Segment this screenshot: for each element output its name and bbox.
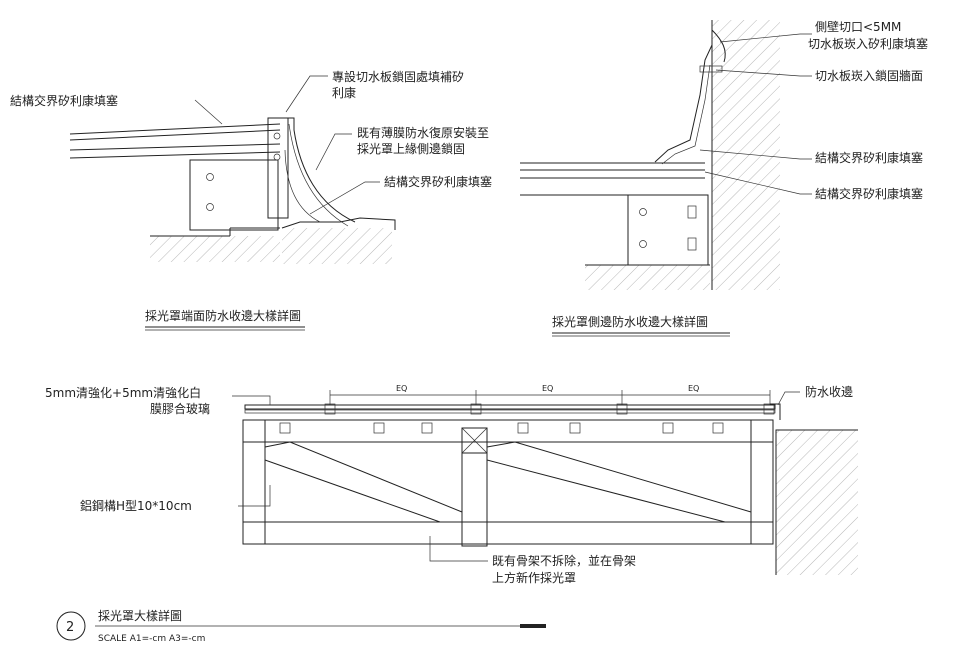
- label-struct-joint-bottom: 結構交界矽利康填塞: [384, 174, 492, 189]
- label-flashing-lock: 切水板崁入鎖固牆面: [815, 68, 923, 83]
- steel-frame-left-post: [242, 419, 266, 545]
- detail-2-drawing: [520, 20, 812, 290]
- label-flashing-line1: 專設切水板鎖固處填補矽: [332, 69, 464, 84]
- label-membrane-line2: 採光罩上緣側邊鎖固: [357, 141, 465, 156]
- label-glass-line2: 膜膠合玻璃: [150, 401, 210, 416]
- label-glass-line1: 5mm清強化+5mm清強化白: [45, 385, 201, 400]
- label-struct-joint-2: 結構交界矽利康填塞: [815, 186, 923, 201]
- edge-flashing: [770, 403, 781, 420]
- detail-number: 2: [66, 620, 74, 635]
- detail-2-title: 採光罩側邊防水收邊大樣詳圖: [552, 314, 708, 329]
- detail-1-title: 採光罩端面防水收邊大樣詳圖: [145, 308, 301, 323]
- label-membrane-line1: 既有薄膜防水復原安裝至: [357, 125, 489, 140]
- dim-label-2: EQ: [542, 384, 553, 393]
- detail-3-drawing: [232, 390, 858, 575]
- flashing-plate: [283, 117, 356, 223]
- concrete-wall-hatch: [282, 228, 392, 264]
- laminated-glass-bottom: [244, 409, 776, 414]
- label-beam: 鋁鋼構H型10*10cm: [80, 499, 192, 513]
- concrete-slab-hatch: [150, 236, 280, 262]
- steel-frame-bottom-chord: [242, 521, 774, 545]
- steel-beam-side: [627, 194, 709, 266]
- title-block: [56, 611, 546, 641]
- sheet-title: 採光罩大樣詳圖: [98, 608, 182, 623]
- steel-frame-diagonal-left: [264, 441, 463, 523]
- side-wall-hatch: [712, 20, 780, 290]
- detail-1-drawing: [69, 75, 396, 264]
- roof-panel-top: [69, 123, 281, 135]
- label-wall-cut-line1: 側壁切口<5MM: [815, 19, 901, 34]
- steel-frame-right-post: [750, 419, 774, 545]
- label-wall-cut-line2: 切水板崁入矽利康填塞: [808, 36, 928, 51]
- label-edge-flashing: 防水收邊: [805, 384, 853, 399]
- label-struct-joint-left: 結構交界矽利康填塞: [10, 93, 118, 108]
- detail-number-circle: [56, 611, 86, 641]
- dim-label-3: EQ: [688, 384, 699, 393]
- right-wall-hatch: [776, 430, 858, 575]
- label-struct-joint-1: 結構交界矽利康填塞: [815, 150, 923, 165]
- flashing-side-plate: [654, 44, 713, 163]
- steel-frame-top-chord: [242, 419, 774, 443]
- label-frame-line1: 既有骨架不拆除，並在骨架: [492, 553, 636, 568]
- label-flashing-line2: 利康: [332, 85, 356, 100]
- laminated-glass-top: [244, 404, 776, 410]
- title-bar-mark: [520, 624, 546, 628]
- steel-frame-diagonal-right: [486, 441, 752, 523]
- dim-label-1: EQ: [396, 384, 407, 393]
- label-frame-line2: 上方新作採光罩: [492, 570, 576, 585]
- steel-frame-mid-post: [461, 427, 488, 547]
- steel-beam-section: [189, 159, 279, 231]
- scale-text: SCALE A1=-cm A3=-cm: [98, 634, 205, 644]
